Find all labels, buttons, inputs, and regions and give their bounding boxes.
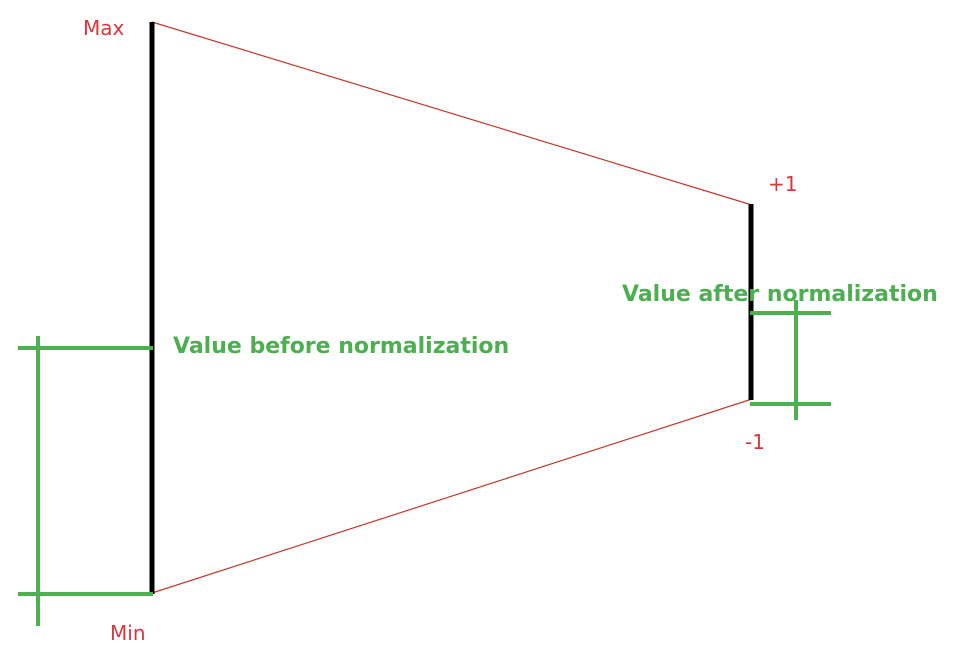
- before-normalization-label: Value before normalization: [173, 334, 509, 359]
- max-label: Max: [83, 16, 125, 40]
- after-value-bracket: [750, 300, 831, 420]
- min-mapping-line: [151, 398, 753, 594]
- min-label: Min: [110, 621, 146, 645]
- minus-one-label: -1: [745, 430, 765, 454]
- before-value-bracket: [18, 336, 153, 626]
- max-mapping-line: [151, 21, 753, 206]
- after-normalization-label: Value after normalization: [622, 282, 938, 307]
- plus-one-label: +1: [768, 172, 797, 196]
